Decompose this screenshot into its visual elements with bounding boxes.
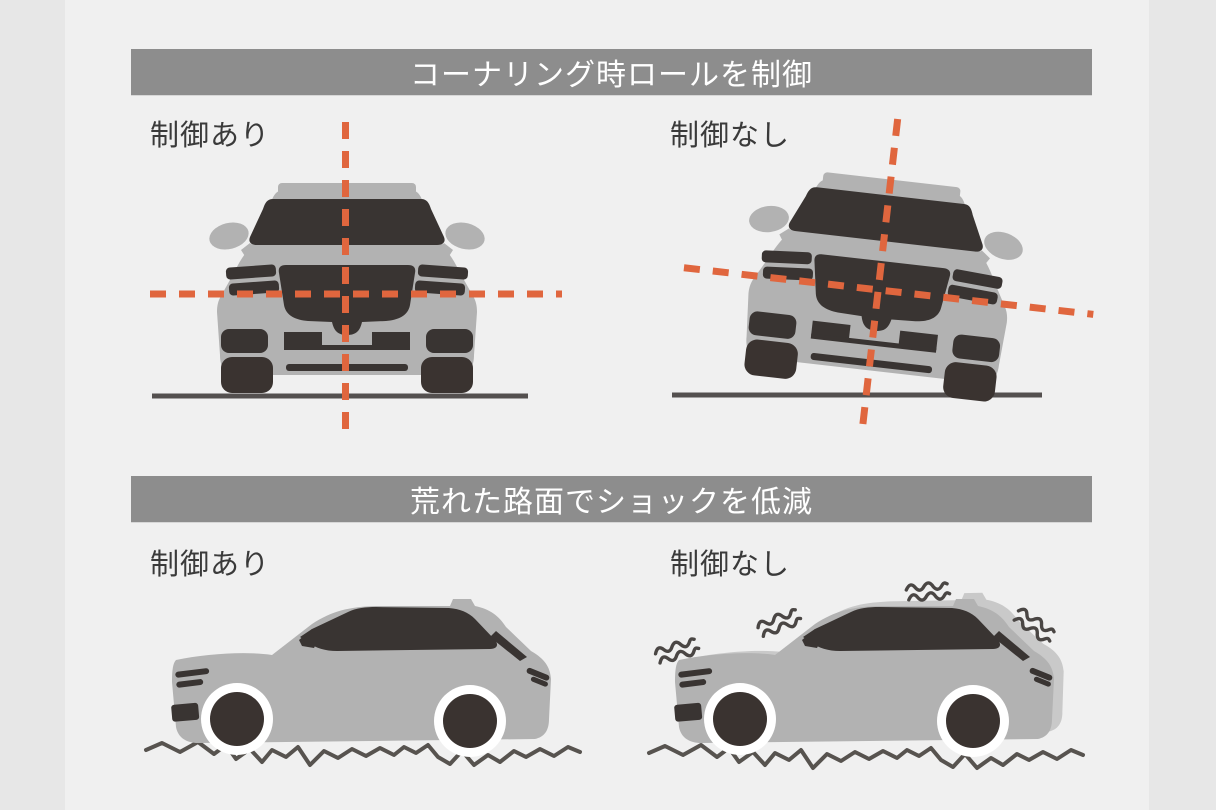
label-without-control-shock: 制御なし [670,549,791,581]
car-side-shaking-icon [674,599,1054,757]
panel-roll-without-control [668,97,1113,457]
section-header-shock-reduction: 荒れた路面でショックを低減 [131,476,1092,522]
label-with-control-shock: 制御あり [150,549,271,581]
section-header-roll-control: コーナリング時ロールを制御 [131,49,1092,95]
car-side-icon [171,599,551,757]
label-without-control-roll: 制御なし [670,120,791,152]
panel-roll-with-control [150,122,562,437]
section-header-shock-reduction-text: 荒れた路面でショックを低減 [410,486,813,519]
rough-road-icon [144,740,582,767]
vibration-icon [754,605,804,640]
panel-shock-without-control [647,580,1085,770]
label-with-control-roll: 制御あり [150,120,271,152]
rough-road-icon [647,743,1085,770]
vibration-icon [904,580,952,603]
car-front-tilted-icon [728,163,1032,405]
section-header-roll-control-text: コーナリング時ロールを制御 [410,59,813,92]
panel-shock-with-control [144,599,582,767]
